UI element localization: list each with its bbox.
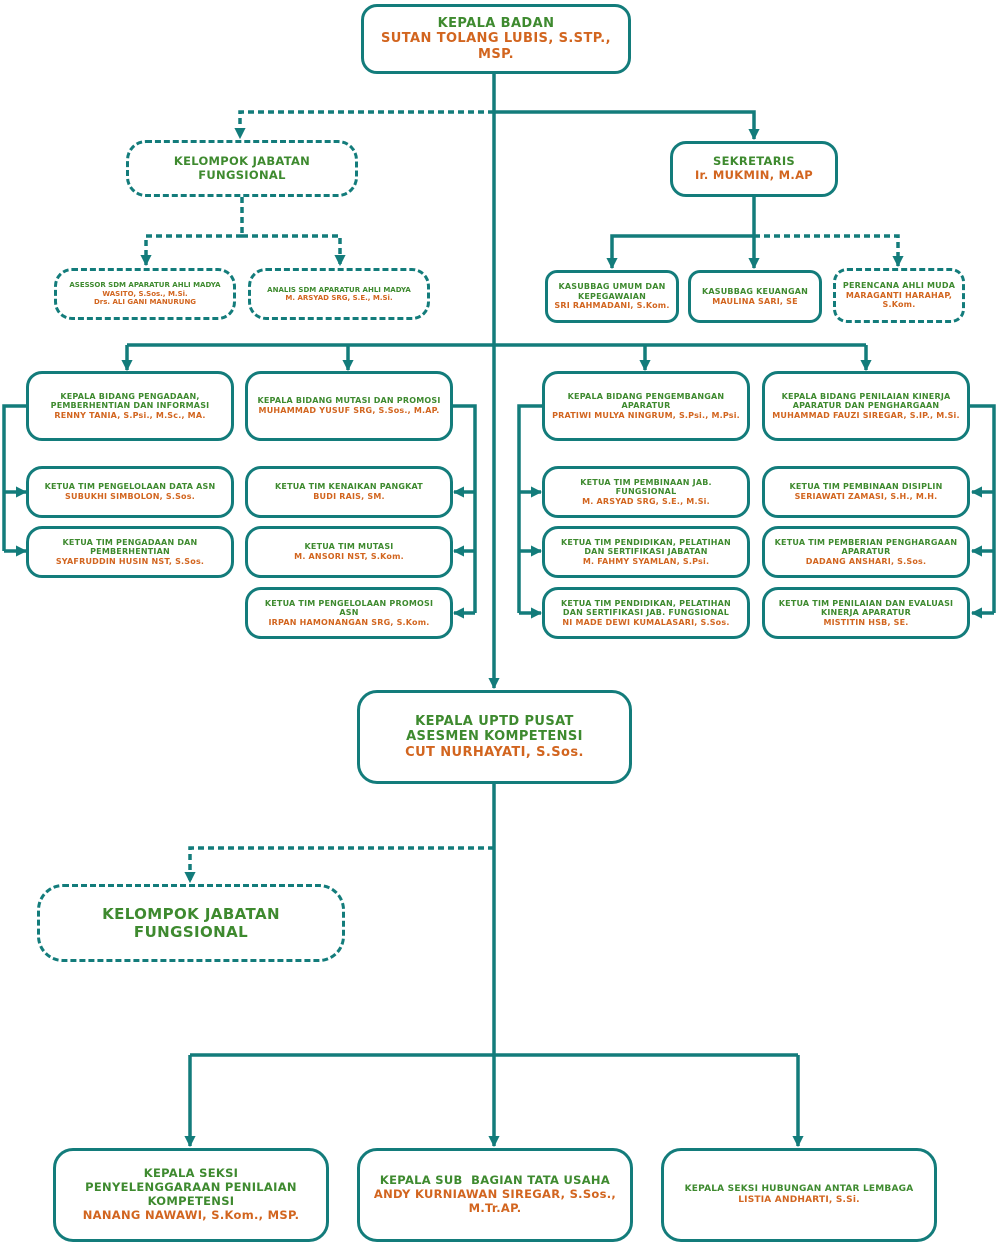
kepala-badan-box[interactable]: KEPALA BADAN SUTAN TOLANG LUBIS, S.STP.,… bbox=[361, 4, 631, 74]
tim-data-asn-title: KETUA TIM PENGELOLAAN DATA ASN bbox=[44, 482, 216, 492]
bidang-mutasi-title: KEPALA BIDANG MUTASI DAN PROMOSI bbox=[257, 396, 441, 406]
tim-penghargaan-box[interactable]: KETUA TIM PEMBERIAN PENGHARGAAN APARATUR… bbox=[762, 526, 970, 578]
uptd-kelompok-jabatan-fungsional-box[interactable]: KELOMPOK JABATAN FUNGSIONAL bbox=[37, 884, 345, 962]
asesor-title: ASESSOR SDM APARATUR AHLI MADYA bbox=[69, 281, 221, 290]
kasubbag-umum-box[interactable]: KASUBBAG UMUM DAN KEPEGAWAIAN SRI RAHMAD… bbox=[545, 270, 679, 323]
bidang-penilaian-box[interactable]: KEPALA BIDANG PENILAIAN KINERJA APARATUR… bbox=[762, 371, 970, 441]
kelompok-jabatan-fungsional-box[interactable]: KELOMPOK JABATAN FUNGSIONAL bbox=[126, 140, 358, 197]
kasubbag-keuangan-box[interactable]: KASUBBAG KEUANGAN MAULINA SARI, SE bbox=[688, 270, 822, 323]
sub-bagian-tu-name: ANDY KURNIAWAN SIREGAR, S.Sos., M.Tr.AP. bbox=[373, 1187, 617, 1215]
tim-diklat-fungsional-title: KETUA TIM PENDIDIKAN, PELATIHAN DAN SERT… bbox=[561, 598, 731, 618]
bracket-bidang-2 bbox=[452, 404, 477, 613]
kasubbag-keuangan-title: KASUBBAG KEUANGAN bbox=[701, 286, 809, 296]
seksi-hubungan-box[interactable]: KEPALA SEKSI HUBUNGAN ANTAR LEMBAGA LIST… bbox=[661, 1148, 937, 1242]
tim-pengadaan-box[interactable]: KETUA TIM PENGADAAN DAN PEMBERHENTIAN SY… bbox=[26, 526, 234, 578]
perencana-title: PERENCANA AHLI MUDA bbox=[842, 281, 956, 291]
kelompok-jabatan-fungsional-title: KELOMPOK JABATAN FUNGSIONAL bbox=[173, 153, 311, 182]
sekretaris-name: Ir. MUKMIN, M.AP bbox=[694, 168, 814, 182]
tim-diklat-jabatan-box[interactable]: KETUA TIM PENDIDIKAN, PELATIHAN DAN SERT… bbox=[542, 526, 750, 578]
tim-pengadaan-name: SYAFRUDDIN HUSIN NST, S.Sos. bbox=[55, 556, 205, 566]
analis-name: M. ARSYAD SRG, S.E., M.Si. bbox=[285, 294, 393, 302]
sekretaris-box[interactable]: SEKRETARIS Ir. MUKMIN, M.AP bbox=[670, 141, 838, 197]
dashed-to-perencana bbox=[754, 234, 904, 268]
seksi-penyelenggaraan-box[interactable]: KEPALA SEKSI PENYELENGGARAAN PENILAIAN K… bbox=[53, 1148, 329, 1242]
sub-bagian-tu-title: KEPALA SUB BAGIAN TATA USAHA bbox=[379, 1173, 611, 1188]
bidang-penilaian-title: KEPALA BIDANG PENILAIAN KINERJA APARATUR… bbox=[781, 391, 951, 411]
uptd-title: KEPALA UPTD PUSAT ASESMEN KOMPETENSI bbox=[406, 713, 583, 745]
bracket-bidang-4 bbox=[970, 404, 996, 613]
tim-diklat-fungsional-box[interactable]: KETUA TIM PENDIDIKAN, PELATIHAN DAN SERT… bbox=[542, 587, 750, 639]
tim-promosi-name: IRPAN HAMONANGAN SRG, S.Kom. bbox=[268, 617, 430, 627]
perencana-box[interactable]: PERENCANA AHLI MUDA MARAGANTI HARAHAP, S… bbox=[833, 268, 965, 323]
bracket-bidang-3 bbox=[517, 404, 542, 613]
tim-data-asn-box[interactable]: KETUA TIM PENGELOLAAN DATA ASN SUBUKHI S… bbox=[26, 466, 234, 518]
bidang-pengadaan-box[interactable]: KEPALA BIDANG PENGADAAN, PEMBERHENTIAN D… bbox=[26, 371, 234, 441]
uptd-box[interactable]: KEPALA UPTD PUSAT ASESMEN KOMPETENSI CUT… bbox=[357, 690, 632, 784]
tim-mutasi-box[interactable]: KETUA TIM MUTASI M. ANSORI NST, S.Kom. bbox=[245, 526, 453, 578]
kasubbag-keuangan-name: MAULINA SARI, SE bbox=[712, 296, 798, 306]
tim-mutasi-name: M. ANSORI NST, S.Kom. bbox=[294, 552, 404, 561]
tim-diklat-fungsional-name: NI MADE DEWI KUMALASARI, S.Sos. bbox=[562, 617, 730, 627]
dashed-to-uptd-fungsional bbox=[184, 846, 494, 884]
tim-pembinaan-jab-box[interactable]: KETUA TIM PEMBINAAN JAB. FUNGSIONAL M. A… bbox=[542, 466, 750, 518]
bidang-mutasi-box[interactable]: KEPALA BIDANG MUTASI DAN PROMOSI MUHAMMA… bbox=[245, 371, 453, 441]
kepala-badan-name: SUTAN TOLANG LUBIS, S.STP., MSP. bbox=[381, 31, 611, 62]
tim-pangkat-name: BUDI RAIS, SM. bbox=[313, 492, 385, 501]
seksi-penyelenggaraan-name: NANANG NAWAWI, S.Kom., MSP. bbox=[82, 1207, 300, 1222]
tim-pembinaan-jab-name: M. ARSYAD SRG, S.E., M.Si. bbox=[582, 496, 710, 506]
tim-mutasi-title: KETUA TIM MUTASI bbox=[304, 542, 394, 552]
kasubbag-umum-name: SRI RAHMADANI, S.Kom. bbox=[554, 301, 670, 311]
asesor-name-2: Drs. ALI GANI MANURUNG bbox=[93, 298, 197, 307]
dashed-to-fungsional bbox=[234, 110, 494, 140]
seksi-hubungan-title: KEPALA SEKSI HUBUNGAN ANTAR LEMBAGA bbox=[684, 1184, 914, 1195]
tim-evaluasi-title: KETUA TIM PENILAIAN DAN EVALUASI KINERJA… bbox=[778, 598, 954, 618]
tim-promosi-box[interactable]: KETUA TIM PENGELOLAAN PROMOSI ASN IRPAN … bbox=[245, 587, 453, 639]
tim-pangkat-title: KETUA TIM KENAIKAN PANGKAT bbox=[275, 482, 423, 492]
bidang-pengembangan-name: PRATIWI MULYA NINGRUM, S.Psi., M.Psi. bbox=[552, 410, 740, 420]
seksi-hubungan-name: LISTIA ANDHARTI, S.Si. bbox=[738, 1195, 860, 1205]
tim-disiplin-title: KETUA TIM PEMBINAAN DISIPLIN bbox=[789, 482, 943, 492]
tim-penghargaan-name: DADANG ANSHARI, S.Sos. bbox=[805, 556, 927, 566]
bracket-bidang-1 bbox=[2, 404, 26, 551]
tim-promosi-title: KETUA TIM PENGELOLAAN PROMOSI ASN bbox=[264, 598, 434, 618]
sekretaris-title: SEKRETARIS bbox=[712, 154, 796, 169]
uptd-kelompok-jabatan-fungsional-title: KELOMPOK JABATAN FUNGSIONAL bbox=[102, 905, 280, 941]
bidang-penilaian-name: MUHAMMAD FAUZI SIREGAR, S.IP., M.Si. bbox=[772, 410, 960, 420]
tim-pembinaan-jab-title: KETUA TIM PEMBINAAN JAB. FUNGSIONAL bbox=[580, 477, 712, 497]
kasubbag-umum-title: KASUBBAG UMUM DAN KEPEGAWAIAN bbox=[558, 282, 666, 301]
tim-evaluasi-box[interactable]: KETUA TIM PENILAIAN DAN EVALUASI KINERJA… bbox=[762, 587, 970, 639]
asesor-box[interactable]: ASESSOR SDM APARATUR AHLI MADYA WASITO, … bbox=[54, 268, 236, 320]
seksi-penyelenggaraan-title: KEPALA SEKSI PENYELENGGARAAN PENILAIAN K… bbox=[85, 1166, 297, 1208]
perencana-name: MARAGANTI HARAHAP, S.Kom. bbox=[845, 290, 953, 310]
bidang-pengembangan-box[interactable]: KEPALA BIDANG PENGEMBANGAN APARATUR PRAT… bbox=[542, 371, 750, 441]
tim-pengadaan-title: KETUA TIM PENGADAAN DAN PEMBERHENTIAN bbox=[62, 537, 198, 557]
analis-box[interactable]: ANALIS SDM APARATUR AHLI MADYA M. ARSYAD… bbox=[248, 268, 430, 320]
tim-data-asn-name: SUBUKHI SIMBOLON, S.Sos. bbox=[65, 492, 195, 501]
analis-title: ANALIS SDM APARATUR AHLI MADYA bbox=[267, 285, 411, 294]
tim-penghargaan-title: KETUA TIM PEMBERIAN PENGHARGAAN APARATUR bbox=[774, 537, 958, 557]
line-to-sekretaris bbox=[494, 110, 760, 141]
bidang-pengembangan-title: KEPALA BIDANG PENGEMBANGAN APARATUR bbox=[567, 391, 725, 411]
tim-evaluasi-name: MISTITIN HSB, SE. bbox=[823, 617, 909, 627]
tim-pangkat-box[interactable]: KETUA TIM KENAIKAN PANGKAT BUDI RAIS, SM… bbox=[245, 466, 453, 518]
tim-disiplin-box[interactable]: KETUA TIM PEMBINAAN DISIPLIN SERIAWATI Z… bbox=[762, 466, 970, 518]
tim-disiplin-name: SERIAWATI ZAMASI, S.H., M.H. bbox=[794, 492, 938, 501]
bidang-pengadaan-title: KEPALA BIDANG PENGADAAN, PEMBERHENTIAN D… bbox=[50, 391, 210, 411]
bidang-mutasi-name: MUHAMMAD YUSUF SRG, S.Sos., M.AP. bbox=[258, 406, 440, 415]
tim-diklat-jabatan-title: KETUA TIM PENDIDIKAN, PELATIHAN DAN SERT… bbox=[561, 537, 731, 557]
uptd-name: CUT NURHAYATI, S.Sos. bbox=[405, 744, 584, 760]
bidang-pengadaan-name: RENNY TANIA, S.Psi., M.Sc., MA. bbox=[54, 410, 206, 420]
tim-diklat-jabatan-name: M. FAHMY SYAMLAN, S.Psi. bbox=[582, 556, 710, 566]
sub-bagian-tu-box[interactable]: KEPALA SUB BAGIAN TATA USAHA ANDY KURNIA… bbox=[357, 1148, 633, 1242]
line-to-kasubbag-umum bbox=[606, 234, 754, 270]
asesor-name-1: WASITO, S.Sos., M.Si. bbox=[102, 289, 188, 298]
kepala-badan-title: KEPALA BADAN bbox=[437, 15, 555, 31]
